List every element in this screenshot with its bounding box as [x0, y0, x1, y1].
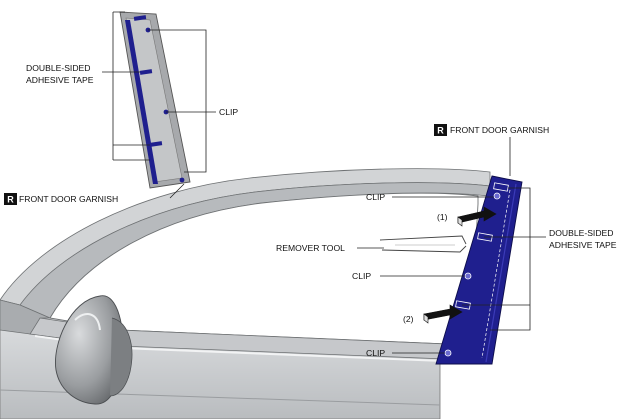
inset-tape-2 [139, 69, 153, 75]
front-door-garnish-inset [119, 11, 191, 189]
garnish-tape-mid [477, 232, 493, 242]
side-r-badge-icon: R [4, 193, 17, 205]
garnish-clip-top [493, 192, 501, 200]
window-opening [49, 192, 479, 346]
label-inset-clip: CLIP [219, 107, 238, 117]
leader-lines [102, 11, 546, 354]
label-step-1: (1) [437, 212, 448, 222]
garnish-tape-top [493, 182, 509, 192]
car-door-illustration [0, 168, 491, 419]
garnish-body [435, 175, 523, 365]
front-door-garnish-main [435, 175, 523, 365]
label-step-2: (2) [403, 314, 414, 324]
label-inset-tape-line2: ADHESIVE TAPE [26, 75, 94, 85]
label-inset-garnish: FRONT DOOR GARNISH [19, 194, 118, 204]
removal-direction-arrow-icon [457, 206, 497, 227]
inset-garnish-blue-strip [125, 20, 158, 184]
label-main-tape-line2: ADHESIVE TAPE [549, 240, 617, 250]
inset-tape-1 [133, 15, 147, 21]
label-main-tape-line1: DOUBLE-SIDED [549, 228, 613, 238]
side-mirror [54, 295, 133, 405]
garnish-edge [485, 183, 517, 363]
removal-direction-arrow-icon [423, 304, 463, 324]
inset-clip-3 [179, 177, 185, 183]
garnish-tape-low [455, 300, 471, 310]
svg-text:R: R [7, 195, 14, 205]
label-clip-bottom: CLIP [366, 348, 385, 358]
garnish-tape-strip [481, 189, 511, 359]
label-clip-top: CLIP [366, 192, 385, 202]
label-clip-mid: CLIP [352, 271, 371, 281]
door-shadow-line [0, 389, 441, 406]
label-main-garnish: FRONT DOOR GARNISH [450, 125, 549, 135]
a-pillar-section [0, 299, 51, 335]
svg-text:R: R [437, 126, 444, 136]
remover-tool [379, 235, 467, 253]
label-remover-tool: REMOVER TOOL [276, 243, 345, 253]
inset-tape-3 [149, 141, 163, 147]
side-r-badge-icon: R [434, 124, 447, 136]
garnish-clip-bottom [444, 349, 452, 357]
garnish-clip-mid [464, 272, 472, 280]
label-inset-tape-line1: DOUBLE-SIDED [26, 63, 90, 73]
